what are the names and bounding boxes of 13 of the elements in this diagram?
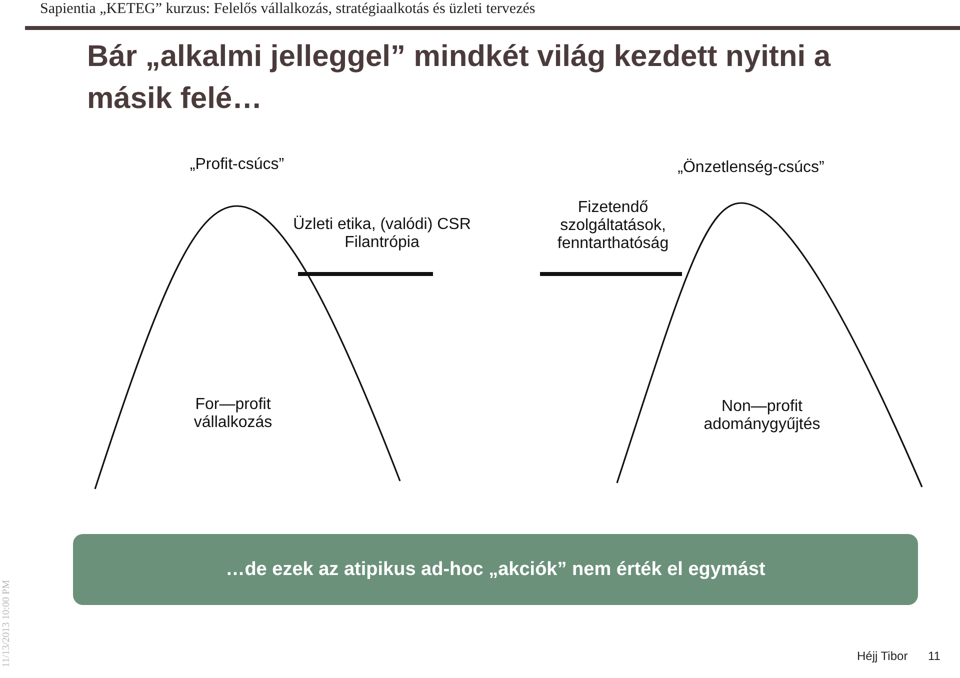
- note-text: Üzleti etika, (valódi) CSR Filantrópia: [292, 216, 472, 252]
- curve-label: For—profit vállalkozás: [192, 396, 274, 432]
- author-text: Héjj Tibor: [857, 649, 908, 663]
- curve-label: Non—profit adománygyűjtés: [702, 398, 822, 434]
- peak-label: „Önzetlenség-csúcs”: [678, 159, 824, 177]
- slide-title: Bár „alkalmi jelleggel” mindkét világ kezdett nyitni a másik felé…: [87, 39, 832, 117]
- page-number: 11: [928, 649, 940, 663]
- message-banner: [73, 534, 918, 605]
- date-text: 11/13/2013 10:00 PM: [1, 580, 13, 668]
- header-text: Sapientia „KETEG” kurzus: Felelős vállalkozás, stratégiaalkotás és üzleti tervezés: [40, 1, 536, 18]
- note-text: Fizetendő szolgáltatások, fenntarthatóság: [556, 199, 670, 253]
- peak-label: „Profit-csúcs”: [190, 156, 284, 174]
- banner-text: …de ezek az atipikus ad-hoc „akciók” nem érték el egymást: [226, 558, 766, 580]
